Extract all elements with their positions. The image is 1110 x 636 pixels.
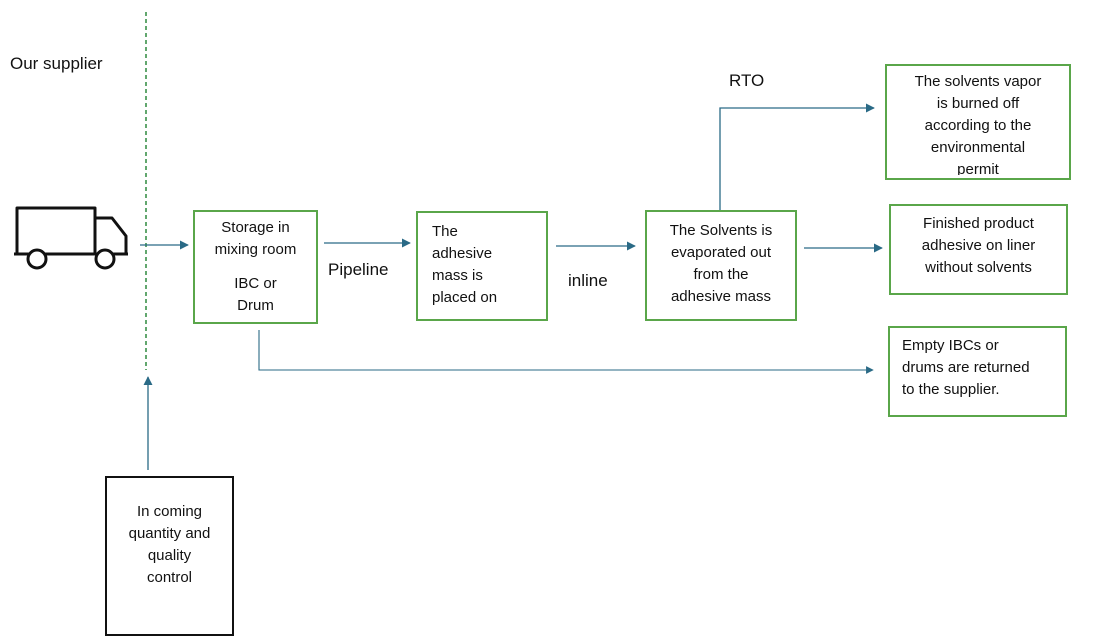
incoming-control-line: control — [146, 569, 193, 586]
arrow-evaporation-to-rto — [719, 103, 875, 210]
solvent-vapor-line: is burned off — [936, 95, 1020, 112]
solvent-vapor-line: The solvents vapor — [914, 73, 1042, 90]
evaporation-box: The Solvents is evaporated out from the … — [645, 210, 797, 321]
pipeline-label: Pipeline — [328, 260, 389, 279]
empty-ibcs-box: Empty IBCs or drums are returned to the … — [888, 326, 1067, 417]
finished-product-line: without solvents — [925, 259, 1032, 276]
solvent-vapor-line: permit — [957, 161, 999, 175]
adhesive-mass-box: The adhesive mass is placed on — [416, 211, 548, 321]
evaporation-line: adhesive mass — [670, 288, 772, 305]
storage-line: IBC or — [234, 275, 277, 292]
finished-product-line: Finished product — [923, 215, 1034, 232]
adhesive-mass-line: mass is — [432, 267, 483, 284]
empty-ibcs-line: to the supplier. — [902, 381, 1000, 398]
storage-spacer — [195, 261, 316, 273]
solvent-vapor-text-clip: The solvents vapor is burned off accordi… — [887, 71, 1069, 175]
truck-icon — [14, 206, 128, 270]
finished-product-box: Finished product adhesive on liner witho… — [889, 204, 1068, 295]
incoming-control-box: In coming quantity and quality control — [105, 476, 234, 636]
storage-line: Drum — [237, 297, 274, 314]
adhesive-mass-line: adhesive — [432, 245, 493, 262]
storage-box: Storage in mixing room IBC or Drum — [193, 210, 318, 324]
adhesive-mass-line: placed on — [432, 289, 498, 306]
storage-line: Storage in — [221, 219, 290, 236]
evaporation-line: from the — [693, 266, 749, 283]
solvent-vapor-line: according to the — [924, 117, 1032, 134]
storage-line: mixing room — [214, 241, 297, 258]
empty-ibcs-line: Empty IBCs or — [902, 337, 999, 354]
solvent-vapor-box: The solvents vapor is burned off accordi… — [885, 64, 1071, 180]
incoming-control-line: quality — [147, 547, 192, 564]
arrow-storage-to-empty-return — [258, 330, 874, 374]
rto-label: RTO — [729, 71, 765, 90]
incoming-control-line: quantity and — [128, 525, 211, 542]
evaporation-line: evaporated out — [670, 244, 772, 261]
supplier-label: Our supplier — [10, 54, 103, 73]
empty-ibcs-line: drums are returned — [902, 359, 1030, 376]
finished-product-line: adhesive on liner — [921, 237, 1036, 254]
incoming-control-line: In coming — [136, 503, 203, 520]
evaporation-line: The Solvents is — [669, 222, 773, 239]
solvent-vapor-line: environmental — [930, 139, 1026, 156]
adhesive-mass-line: The — [432, 223, 458, 240]
inline-label: inline — [568, 271, 608, 290]
connector-layer — [14, 12, 883, 470]
